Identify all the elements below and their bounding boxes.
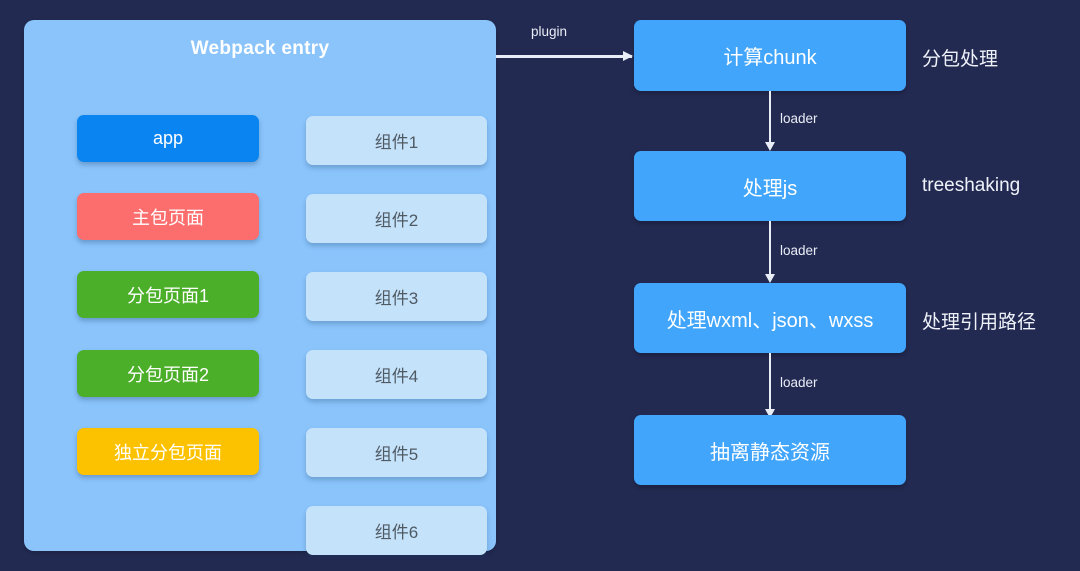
side-label-process-wxml-json-wxss: 处理引用路径 bbox=[922, 312, 1037, 333]
loader-edge-label-1: loader bbox=[780, 111, 818, 126]
loader-edge-label-2: loader bbox=[780, 243, 818, 258]
side-label-compute-chunk: 分包处理 bbox=[922, 49, 999, 70]
component-card-2[interactable]: 组件2 bbox=[306, 194, 487, 243]
entry-card-subpackage-page-1[interactable]: 分包页面1 bbox=[77, 271, 259, 318]
component-card-6[interactable]: 组件6 bbox=[306, 506, 487, 555]
component-card-1[interactable]: 组件1 bbox=[306, 116, 487, 165]
loader-arrow-1-icon bbox=[765, 91, 775, 151]
page-title: Webpack entry bbox=[190, 38, 330, 59]
entry-card-independent-subpackage-page[interactable]: 独立分包页面 bbox=[77, 428, 259, 475]
flow-box-extract-static-assets[interactable]: 抽离静态资源 bbox=[634, 415, 906, 485]
loader-arrow-3-icon bbox=[765, 353, 775, 418]
webpack-entry-panel: Webpack entry app 主包页面 分包页面1 分包页面2 独立分包页… bbox=[24, 20, 496, 555]
flow-box-process-js[interactable]: 处理js bbox=[634, 151, 906, 221]
component-card-5[interactable]: 组件5 bbox=[306, 428, 487, 477]
entry-card-subpackage-page-2[interactable]: 分包页面2 bbox=[77, 350, 259, 397]
component-card-3[interactable]: 组件3 bbox=[306, 272, 487, 321]
plugin-arrow-icon bbox=[496, 51, 633, 61]
entry-card-app[interactable]: app bbox=[77, 115, 259, 162]
flow-box-compute-chunk[interactable]: 计算chunk bbox=[634, 20, 906, 91]
loader-edge-label-3: loader bbox=[780, 375, 818, 390]
flow-box-process-wxml-json-wxss[interactable]: 处理wxml、json、wxss bbox=[634, 283, 906, 353]
component-card-4[interactable]: 组件4 bbox=[306, 350, 487, 399]
side-label-process-js: treeshaking bbox=[922, 175, 1021, 196]
loader-arrow-2-icon bbox=[765, 221, 775, 283]
plugin-edge-label: plugin bbox=[531, 24, 568, 39]
entry-card-main-package-page[interactable]: 主包页面 bbox=[77, 193, 259, 240]
